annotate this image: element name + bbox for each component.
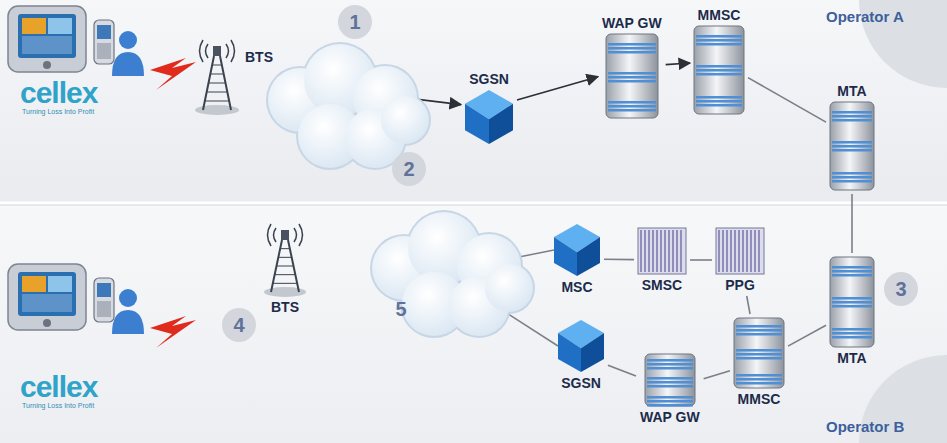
node-label: MTA	[835, 82, 868, 100]
link-line	[748, 78, 826, 123]
server-icon	[732, 316, 786, 390]
node-label: WAP GW	[638, 408, 702, 426]
network-element: SGSN	[556, 318, 606, 392]
network-element: MSC	[552, 222, 602, 296]
callout-number: 2	[392, 152, 426, 186]
node-label: WAP GW	[600, 14, 664, 32]
operator-label: Operator A	[826, 8, 904, 25]
rack-server-icon	[714, 226, 766, 276]
flow-arrow	[517, 77, 598, 100]
link-line	[690, 259, 712, 261]
server-icon	[828, 255, 876, 349]
link-line	[604, 259, 634, 261]
node-label: BTS	[269, 298, 301, 316]
network-element: BTS	[193, 38, 275, 116]
server-icon	[604, 32, 660, 120]
node-label: MTA	[835, 349, 868, 367]
bts-tower-icon	[262, 222, 308, 298]
callout-number: 3	[884, 272, 918, 306]
network-element: MMSC	[692, 6, 746, 116]
brand-tagline: Turning Loss Into Profit	[22, 108, 94, 116]
switch-cube-icon	[552, 222, 602, 278]
switch-cube-icon	[463, 88, 515, 146]
node-label: SGSN	[467, 70, 511, 88]
link-line	[747, 296, 750, 314]
link-line	[608, 365, 636, 376]
network-element: SGSN	[463, 70, 515, 146]
network-element: BTS	[262, 222, 308, 316]
server-icon	[643, 352, 697, 408]
bts-tower-icon	[193, 38, 241, 116]
network-element: SMSC	[636, 226, 688, 294]
server-icon	[828, 100, 876, 192]
callout-number: 1	[338, 5, 372, 39]
network-element: WAP GW	[638, 352, 702, 426]
network-element: MMSC	[732, 316, 786, 408]
callout-number: 4	[222, 308, 256, 342]
link-line	[788, 325, 826, 346]
callout-number: 5	[384, 292, 418, 326]
network-element: WAP GW	[600, 14, 664, 120]
network-element: PPG	[714, 226, 766, 294]
node-label: PPG	[723, 276, 757, 294]
brand-tagline: Turning Loss Into Profit	[22, 402, 94, 410]
brand-logo: cellex	[20, 78, 97, 108]
node-label: MSC	[559, 278, 594, 296]
server-icon	[692, 24, 746, 116]
rack-server-icon	[636, 226, 688, 276]
node-label: MMSC	[696, 6, 743, 24]
flow-arrow	[666, 63, 690, 65]
node-label: SGSN	[559, 374, 603, 392]
network-element: MTA	[828, 255, 876, 367]
network-element: MTA	[828, 82, 876, 192]
link-line	[704, 371, 730, 379]
node-label: SMSC	[640, 276, 684, 294]
link-line	[851, 194, 853, 253]
node-label: BTS	[243, 48, 275, 66]
node-label: MMSC	[736, 390, 783, 408]
brand-logo: cellex	[20, 372, 97, 402]
operator-label: Operator B	[826, 418, 904, 435]
switch-cube-icon	[556, 318, 606, 374]
